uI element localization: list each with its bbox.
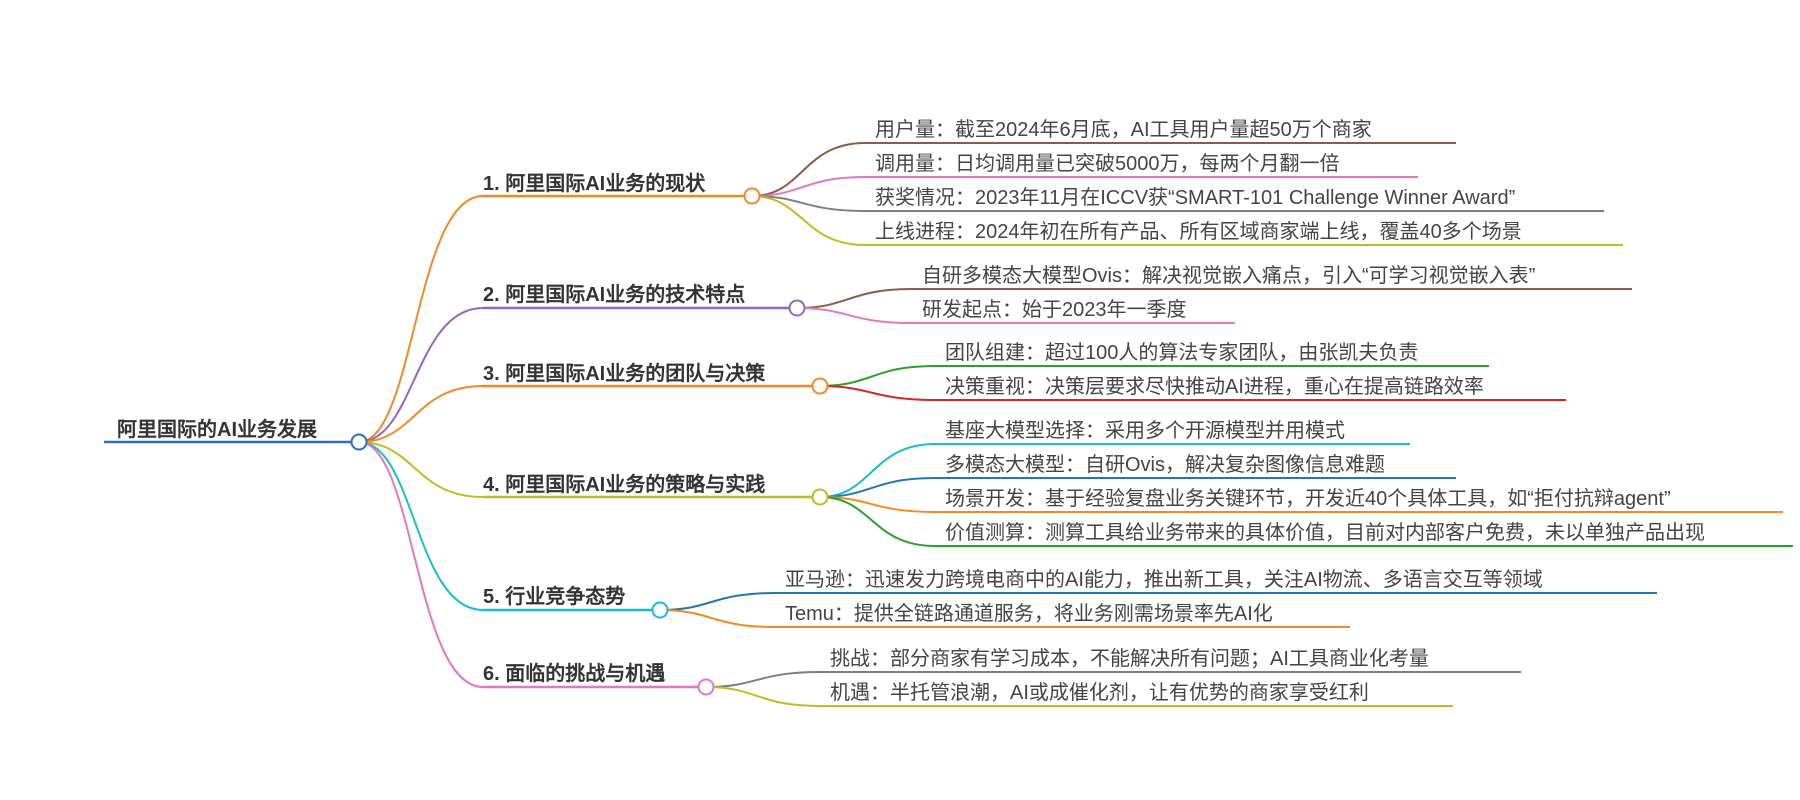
leaf-topic-2-1[interactable]: 自研多模态大模型Ovis：解决视觉嵌入痛点，引入“可学习视觉嵌入表” [922,265,1536,287]
leaf-connector-5-2 [659,609,776,628]
leaf-connector-5-1 [659,592,776,611]
branch-connector-2 [358,307,484,443]
leaf-topic-2-2[interactable]: 研发起点：始于2023年一季度 [922,299,1187,321]
branch-toggle-1[interactable] [743,187,761,205]
leaf-topic-1-1[interactable]: 用户量：截至2024年6月底，AI工具用户量超50万个商家 [875,119,1372,141]
leaf-topic-4-3[interactable]: 场景开发：基于经验复盘业务关键环节，开发近40个具体工具，如“拒付抗辩agent… [945,488,1671,510]
leaf-topic-5-1[interactable]: 亚马逊：迅速发力跨境电商中的AI能力，推出新工具，关注AI物流、多语言交互等领域 [785,569,1543,591]
branch-topic-1[interactable]: 1. 阿里国际AI业务的现状 [483,173,706,195]
leaf-topic-3-1[interactable]: 团队组建：超过100人的算法专家团队，由张凯夫负责 [945,342,1419,364]
branch-topic-6[interactable]: 6. 面临的挑战与机遇 [483,663,666,685]
leaf-topic-6-2[interactable]: 机遇：半托管浪潮，AI或成催化剂，让有优势的商家享受红利 [830,682,1369,704]
leaf-connector-4-3 [819,496,936,513]
leaf-connector-4-1 [819,443,936,498]
leaf-connector-1-3 [751,195,866,212]
branch-toggle-6[interactable] [697,678,715,696]
branch-connector-1 [358,195,484,443]
leaf-topic-5-2[interactable]: Temu：提供全链路通道服务，将业务刚需场景率先AI化 [785,603,1273,625]
leaf-topic-1-4[interactable]: 上线进程：2024年初在所有产品、所有区域商家端上线，覆盖40多个场景 [875,221,1522,243]
branch-connector-5 [358,441,484,611]
leaf-connector-2-1 [796,288,913,309]
branch-connector-6 [358,441,484,688]
branch-toggle-4[interactable] [811,488,829,506]
branch-connector-3 [358,385,484,443]
branch-connector-4 [358,441,484,498]
branch-topic-3[interactable]: 3. 阿里国际AI业务的团队与决策 [483,363,766,385]
branch-toggle-3[interactable] [811,377,829,395]
leaf-topic-4-1[interactable]: 基座大模型选择：采用多个开源模型并用模式 [945,420,1345,442]
branch-topic-4[interactable]: 4. 阿里国际AI业务的策略与实践 [483,474,766,496]
leaf-topic-1-2[interactable]: 调用量：日均调用量已突破5000万，每两个月翻一倍 [875,153,1340,175]
leaf-connector-3-1 [819,365,936,387]
branch-topic-2[interactable]: 2. 阿里国际AI业务的技术特点 [483,284,746,306]
branch-toggle-5[interactable] [651,601,669,619]
leaf-connector-1-1 [751,142,866,197]
leaf-topic-4-4[interactable]: 价值测算：测算工具给业务带来的具体价值，目前对内部客户免费，未以单独产品出现 [945,522,1705,544]
leaf-connector-6-2 [705,686,821,707]
branch-topic-5[interactable]: 5. 行业竞争态势 [483,586,626,608]
leaf-connector-3-2 [819,385,936,401]
leaf-topic-4-2[interactable]: 多模态大模型：自研Ovis，解决复杂图像信息难题 [945,454,1385,476]
root-toggle[interactable] [350,433,368,451]
leaf-topic-6-1[interactable]: 挑战：部分商家有学习成本，不能解决所有问题；AI工具商业化考量 [830,648,1429,670]
leaf-connector-1-2 [751,176,866,197]
leaf-topic-1-3[interactable]: 获奖情况：2023年11月在ICCV获“SMART-101 Challenge … [875,187,1516,209]
branch-toggle-2[interactable] [788,299,806,317]
leaf-topic-3-2[interactable]: 决策重视：决策层要求尽快推动AI进程，重心在提高链路效率 [945,376,1484,398]
leaf-connector-1-4 [751,195,866,246]
leaf-connector-2-2 [796,307,913,324]
leaf-connector-4-2 [819,477,936,498]
leaf-connector-4-4 [819,496,936,547]
leaf-connector-6-1 [705,671,821,688]
root-topic[interactable]: 阿里国际的AI业务发展 [117,419,317,441]
